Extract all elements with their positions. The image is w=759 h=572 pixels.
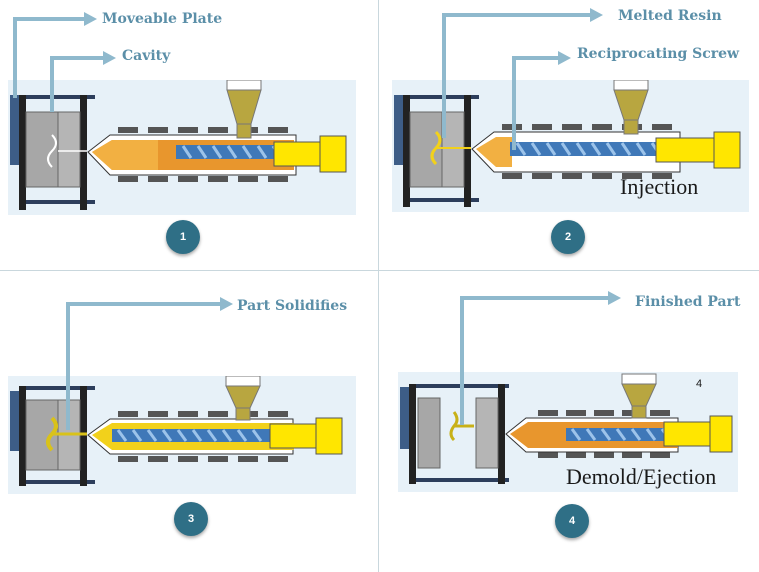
step-caption: Injection [620, 174, 699, 199]
tie-bar-top [409, 384, 509, 388]
side-clamp-left [10, 391, 19, 451]
tie-bar-top [19, 95, 95, 99]
hydraulic-cylinder [709, 415, 733, 453]
mold-half-fixed [475, 397, 499, 469]
hopper-throat [236, 123, 252, 139]
plunger-block [663, 421, 711, 447]
tie-bar-bottom [19, 480, 95, 484]
callout-arrow-moveable-plate [13, 17, 84, 98]
step-badge: 3 [174, 502, 208, 536]
injection-machine-diagram [392, 80, 749, 212]
nozzle-resin [92, 140, 158, 170]
fixed-platen [80, 95, 87, 210]
fixed-platen [498, 384, 505, 484]
side-clamp-left [10, 95, 19, 165]
heater-bands-bottom [538, 452, 670, 458]
step-badge: 1 [166, 220, 200, 254]
hydraulic-cylinder [713, 131, 741, 169]
callout-label-finished-part: Finished Part [635, 294, 741, 310]
arrowhead [103, 51, 116, 65]
side-clamp-left [394, 95, 403, 165]
arrowhead [558, 51, 571, 65]
hydraulic-cylinder [315, 417, 343, 455]
heater-bands-bottom [118, 456, 288, 462]
callout-arrow-part-solidifies [66, 302, 220, 430]
tie-bar-top [19, 386, 95, 390]
mold-half-fixed [57, 111, 81, 188]
callout-arrow-melted-resin [442, 13, 590, 138]
arrowhead [608, 291, 621, 305]
finished-part [449, 411, 474, 442]
plunger-block [273, 141, 321, 167]
screw-flights [515, 142, 662, 156]
horizontal-divider [0, 270, 759, 271]
moveable-platen [409, 384, 416, 484]
hopper-throat [631, 405, 647, 419]
hopper-throat [235, 407, 251, 421]
hopper-throat [623, 119, 639, 135]
barrel-resin [476, 137, 512, 167]
heater-bands-bottom [118, 176, 288, 182]
panel-step-1: 1 [0, 0, 380, 286]
arrowhead [84, 12, 97, 26]
callout-label-moveable-plate: Moveable Plate [102, 11, 223, 27]
callout-arrow-cavity [50, 56, 103, 112]
mold-half-moving [417, 397, 441, 469]
side-clamp-left [400, 387, 409, 449]
mold-cavity-outline [47, 134, 57, 168]
arrowhead [220, 297, 233, 311]
callout-label-cavity: Cavity [122, 48, 171, 64]
mold-half-moving [409, 111, 443, 188]
mold-half-fixed [441, 111, 465, 188]
injection-machine-diagram [8, 80, 356, 215]
callout-arrow-reciprocating-screw [512, 56, 558, 150]
hydraulic-cylinder [319, 135, 347, 173]
moveable-platen [19, 95, 26, 210]
tie-bar-bottom [19, 200, 95, 204]
tie-bar-top [403, 95, 479, 99]
callout-label-part-solidifies: Part Solidifies [237, 298, 348, 314]
tie-bar-bottom [403, 198, 479, 202]
screw-flights [116, 429, 263, 442]
corner-step-number: 4 [696, 378, 703, 390]
moveable-platen [403, 95, 410, 207]
arrowhead [590, 8, 603, 22]
tie-bar-bottom [409, 478, 509, 482]
callout-label-melted-resin: Melted Resin [618, 8, 722, 24]
fixed-platen [464, 95, 471, 207]
callout-label-reciprocating-screw: Reciprocating Screw [577, 46, 740, 62]
injection-machine-diagram [398, 372, 738, 492]
reciprocating-screw [112, 429, 272, 442]
step-caption: Demold/Ejection [566, 464, 717, 489]
callout-arrow-finished-part [460, 296, 608, 425]
step-badge: 4 [555, 504, 589, 538]
heater-bands-bottom [502, 173, 672, 179]
fixed-platen [80, 386, 87, 486]
panel-step-2: Injection 2 [380, 0, 759, 286]
vertical-divider [378, 0, 379, 572]
moveable-platen [19, 386, 26, 486]
plunger-block [655, 137, 715, 163]
panel-step-4: 4 Demold/Ejection 4 [380, 286, 759, 572]
step-badge: 2 [551, 220, 585, 254]
